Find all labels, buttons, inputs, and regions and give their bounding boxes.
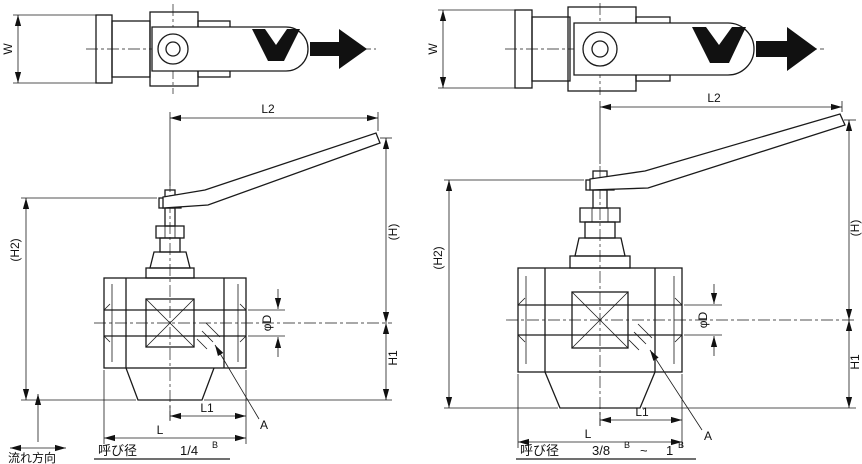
ball: [571, 291, 629, 349]
dim-w-label: W: [1, 43, 15, 55]
callout-a-label: A: [704, 429, 712, 443]
left-valve-front-view: L2 (H2) (H) H1 φD L1 L A: [8, 102, 400, 444]
dim-h-label: (H): [848, 220, 862, 237]
dim-l1-label: L1: [635, 405, 649, 419]
size-value: 1/4: [180, 443, 198, 458]
valve-body-bottom: [544, 371, 656, 409]
dim-h2-label: (H2): [8, 238, 22, 261]
valve-body-bottom: [125, 367, 215, 401]
right-valve-top-view: W: [426, 3, 824, 95]
callout-a-label: A: [260, 418, 268, 432]
dim-phid-label: φD: [260, 314, 274, 331]
ball: [145, 298, 195, 348]
stem-circle-inner: [591, 40, 609, 58]
dim-h1-label: H1: [848, 354, 862, 370]
dim-h2-label: (H2): [431, 246, 445, 269]
size-to-unit: B: [678, 440, 684, 450]
dim-h-label: (H): [386, 224, 400, 241]
stem-circle: [157, 33, 189, 65]
flow-arrow-mark: [310, 29, 367, 69]
handle-v-mark: [692, 27, 746, 63]
size-to: 1: [666, 443, 673, 458]
dim-l1-label: L1: [200, 401, 214, 415]
right-valve-front-view: L2 (H2) (H) H1 φD L1 L A: [431, 91, 862, 448]
left-valve-top-view: W: [1, 4, 376, 94]
handle-front-view: [162, 132, 381, 209]
size-label: 呼び径: [98, 443, 137, 458]
dim-l2-label: L2: [261, 102, 275, 116]
dim-h1-label: H1: [386, 350, 400, 366]
handle-front-view: [589, 113, 846, 191]
dim-l2-label: L2: [707, 91, 721, 105]
flow-direction-label: 流れ方向: [8, 450, 56, 464]
flow-direction-indicator: 流れ方向: [8, 394, 66, 464]
left-size-callout: 呼び径 1/4 B: [94, 440, 230, 460]
right-size-callout: 呼び径 3/8 B ~ 1 B: [516, 440, 696, 460]
valve-body-section: [531, 16, 571, 82]
size-from: 3/8: [592, 443, 610, 458]
dim-l-label: L: [585, 427, 592, 441]
range-tilde: ~: [640, 443, 648, 458]
dim-phid-label: φD: [696, 311, 710, 328]
dim-w-label: W: [426, 43, 440, 55]
flow-arrow-mark: [756, 27, 817, 71]
handle-v-mark: [252, 29, 300, 61]
size-from-unit: B: [624, 440, 630, 450]
stem-circle: [582, 31, 618, 67]
stem-circle-inner: [165, 41, 181, 57]
size-unit: B: [212, 440, 218, 450]
dim-l-label: L: [157, 423, 164, 437]
size-label: 呼び径: [520, 443, 559, 458]
